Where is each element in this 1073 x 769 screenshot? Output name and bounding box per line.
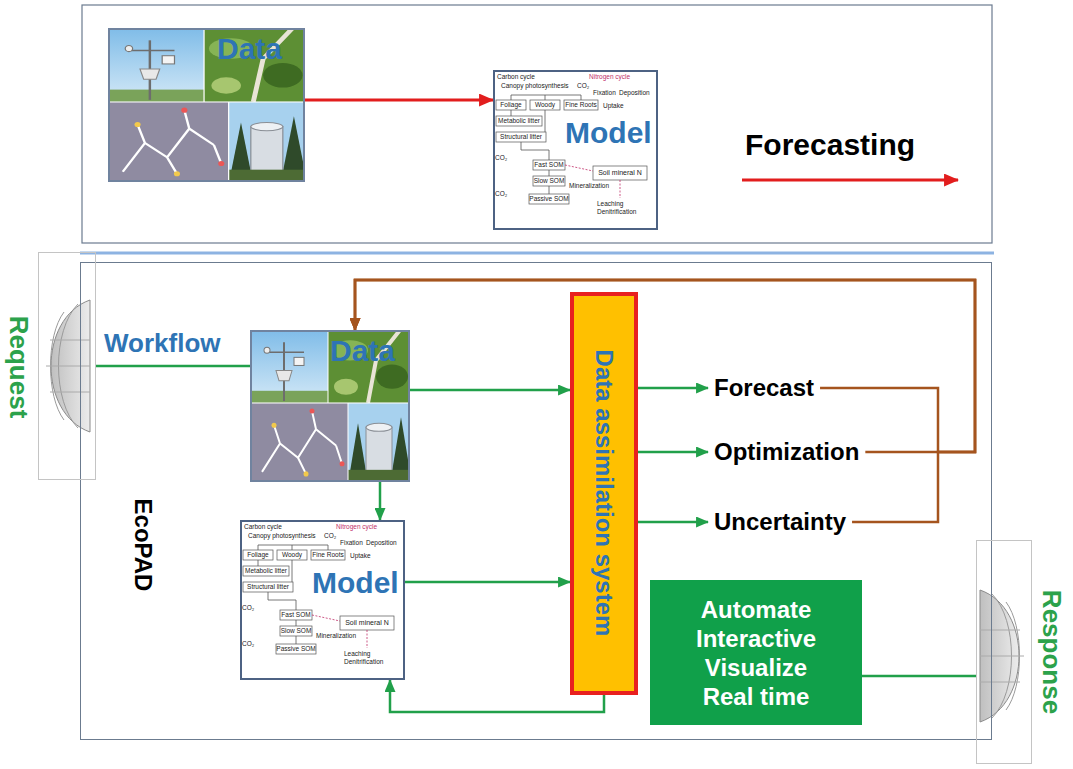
model-term: Metabolic litter	[496, 116, 542, 126]
model-term: Foliage	[496, 100, 526, 110]
output-item: Uncertainty	[708, 507, 852, 537]
model-term: CO₂	[495, 154, 507, 161]
model-term: Passive SOM	[529, 194, 569, 204]
model-term: Foliage	[243, 550, 273, 560]
node-label: Model	[310, 566, 401, 600]
data-photo	[250, 330, 410, 482]
node-label: Uncertainty	[714, 507, 846, 537]
model-term: Carbon cycle	[497, 73, 535, 80]
model-term: Uptake	[603, 102, 624, 109]
edge-label: Workflow	[104, 328, 221, 358]
model-term: Canopy photosynthesis	[248, 532, 316, 539]
assimilation-box: Data assimilation system	[570, 292, 638, 695]
illustration-part	[46, 340, 90, 392]
model-term: Deposition	[619, 89, 650, 96]
panel-frame	[82, 5, 992, 243]
model-term: Soil mineral N	[340, 616, 394, 630]
model-term: Mineralization	[316, 632, 356, 639]
data-box: Data	[108, 28, 305, 182]
dish-icon	[46, 300, 90, 432]
data-box: Data	[250, 330, 410, 482]
node-label: Data assimilation system	[591, 350, 617, 637]
connector-arrow	[305, 99, 493, 102]
model-term: Structural litter	[243, 582, 293, 592]
dish-box: Request	[38, 252, 96, 480]
model-term: Nitrogen cycle	[589, 73, 630, 80]
model-term: CO₂	[242, 604, 254, 611]
model-term: Fine Roots	[564, 100, 598, 110]
connector-arrow	[405, 581, 570, 584]
dish-box: Response	[976, 540, 1032, 764]
model-scheme	[240, 520, 405, 680]
model-term: Woody	[277, 550, 307, 560]
connector-arrow	[862, 675, 976, 678]
model-term: Slow SOM	[280, 626, 312, 636]
node-label: EcoPAD	[130, 499, 156, 592]
model-term: Uptake	[350, 552, 371, 559]
model-term: Canopy photosynthesis	[501, 82, 569, 89]
node-label: Request	[6, 316, 32, 419]
node-label: Model	[563, 116, 654, 150]
model-term: Mineralization	[569, 182, 609, 189]
connector-arrow	[379, 482, 382, 520]
node-label: Response	[1039, 590, 1065, 714]
model-term: Fast SOM	[533, 160, 565, 170]
model-term: Deposition	[366, 539, 397, 546]
data-photo	[108, 28, 305, 182]
model-term: Fine Roots	[311, 550, 345, 560]
connector-arrow	[410, 389, 570, 392]
model-term: Carbon cycle	[244, 523, 282, 530]
node-label: Data	[217, 32, 282, 66]
model-term: Passive SOM	[276, 644, 316, 654]
model-term: CO₂	[242, 640, 254, 647]
node-label: Data	[330, 334, 395, 368]
connector-arrow	[355, 280, 975, 452]
forecast-arrow	[742, 179, 958, 182]
model-term: Fast SOM	[280, 610, 312, 620]
connector-arrow	[355, 280, 975, 452]
output-item: Optimization	[708, 437, 865, 467]
node-label: Optimization	[714, 437, 859, 467]
connector-arrow	[355, 280, 975, 522]
node-label: Forecast	[714, 373, 814, 403]
feature-box: Automate Interactive Visualize Real time	[650, 580, 862, 725]
separator-line	[80, 252, 994, 255]
model-term: Structural litter	[496, 132, 546, 142]
model-scheme	[493, 70, 658, 230]
model-term: Nitrogen cycle	[336, 523, 377, 530]
model-term: Soil mineral N	[593, 166, 647, 180]
model-term: Metabolic litter	[243, 566, 289, 576]
connector-arrow	[638, 387, 708, 390]
dish-icon	[980, 590, 1024, 722]
model-term: Fixation	[340, 539, 363, 546]
arrow-label: Forecasting	[745, 128, 915, 162]
output-item: Forecast	[708, 373, 820, 403]
illustration-part	[980, 630, 1024, 682]
model-term: Leaching Denitrification	[344, 650, 402, 665]
model-term: CO₂	[324, 532, 336, 539]
model-term: Leaching Denitrification	[597, 200, 655, 215]
model-term: CO₂	[495, 190, 507, 197]
model-term: Woody	[530, 100, 560, 110]
connector-arrow	[638, 451, 708, 454]
connector-arrow	[638, 521, 708, 524]
model-term: Slow SOM	[533, 176, 565, 186]
node-label: Automate Interactive Visualize Real time	[681, 595, 831, 711]
model-term: CO₂	[577, 82, 589, 89]
model-term: Fixation	[593, 89, 616, 96]
connector-arrow	[96, 365, 250, 368]
